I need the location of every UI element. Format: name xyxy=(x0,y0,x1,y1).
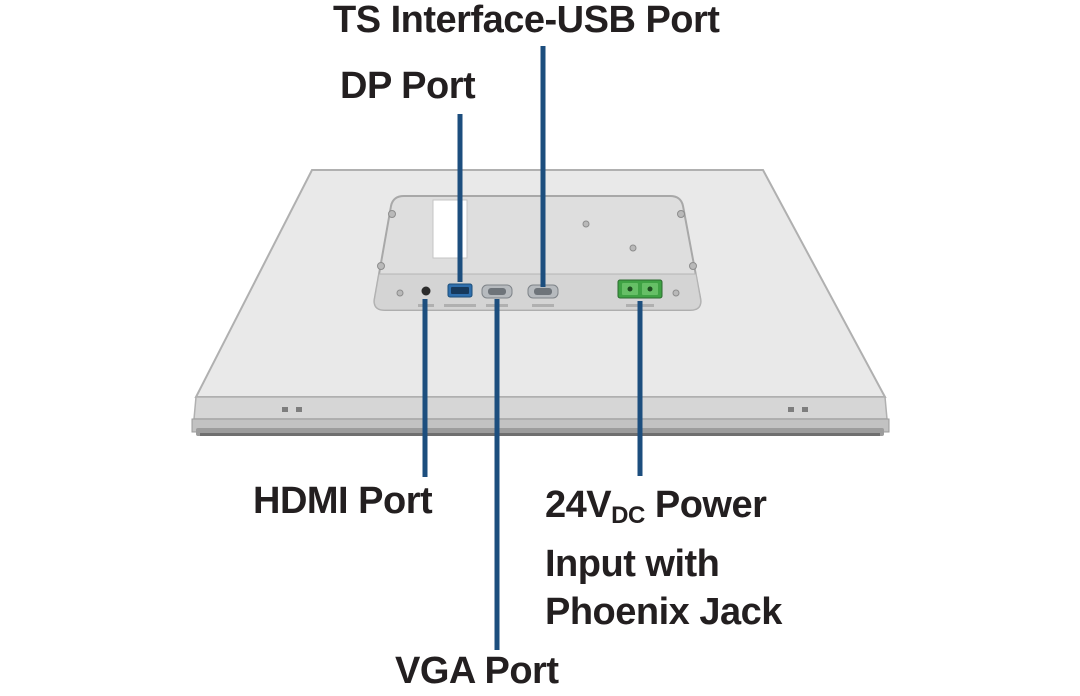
label-dp-port: DP Port xyxy=(340,65,476,107)
connector-housing xyxy=(373,195,702,311)
vga-port-icon xyxy=(481,284,513,299)
callout-lines xyxy=(422,46,643,650)
power-label-subscript: DC xyxy=(611,502,645,529)
power-label-prefix: 24V xyxy=(545,484,612,526)
phoenix-jack-icon xyxy=(617,279,663,299)
power-label-suffix: Power xyxy=(644,484,767,526)
power-label-line3: Phoenix Jack xyxy=(545,591,782,633)
label-hdmi-port: HDMI Port xyxy=(253,480,433,522)
mounting-screws xyxy=(282,407,808,412)
label-ts-usb-port: TS Interface-USB Port xyxy=(333,0,720,41)
power-label-line2: Input with xyxy=(545,543,720,585)
label-power-input: 24VDC Power Input with Phoenix Jack xyxy=(545,481,782,636)
dp-port-icon xyxy=(447,283,473,298)
housing-screws xyxy=(377,210,697,297)
power-label-line1: 24VDC Power xyxy=(545,481,782,540)
label-vga-port: VGA Port xyxy=(395,650,559,692)
screen-edge-shadow xyxy=(200,433,880,436)
hdmi-port-icon xyxy=(421,286,431,296)
